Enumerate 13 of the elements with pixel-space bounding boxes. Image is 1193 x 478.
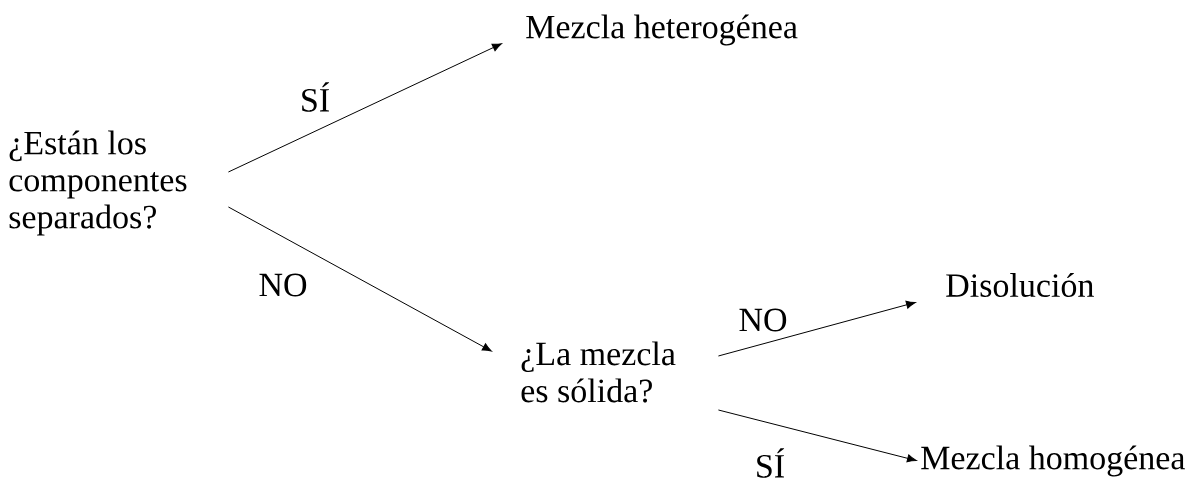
edge-label: NO bbox=[737, 307, 789, 333]
edge-label: NO bbox=[257, 272, 309, 298]
node-text: ¿La mezcla es sólida? bbox=[521, 341, 676, 403]
edge-label: SÍ bbox=[298, 81, 332, 113]
arrow bbox=[227, 206, 492, 352]
node-text: Disolución bbox=[946, 273, 1094, 297]
node-text: Mezcla heterogénea bbox=[526, 14, 798, 46]
arrow bbox=[227, 43, 502, 173]
arrow bbox=[717, 300, 916, 357]
edge-label: SÍ bbox=[753, 447, 787, 478]
node-text: Mezcla homogénea bbox=[921, 445, 1185, 477]
node-text: ¿Están los componentes separados? bbox=[9, 130, 187, 236]
arrow bbox=[717, 409, 917, 463]
